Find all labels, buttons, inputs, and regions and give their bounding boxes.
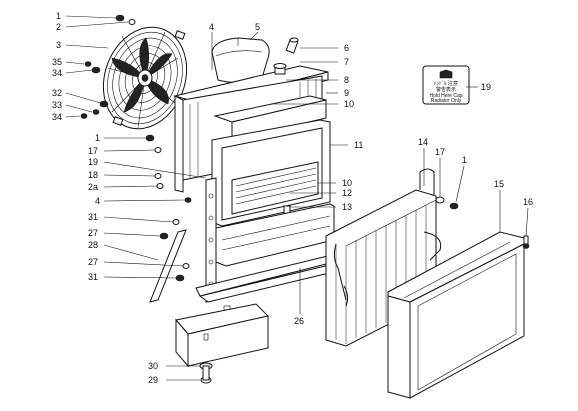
decal-line-4: Radiator Only [431,98,462,104]
mounting-base [175,303,269,368]
bolt-set-right [435,196,530,249]
callout-27-a: 27 [88,228,98,238]
callout-10-b: 10 [342,178,352,188]
callout-13: 13 [342,202,352,212]
callout-34-b: 34 [52,112,62,122]
decal-line-2: 警告表示 [436,86,456,93]
callout-17-right: 17 [435,147,445,157]
fan-assembly [102,26,188,130]
callout-1-top: 1 [56,11,61,21]
callout-31-a: 31 [88,212,98,222]
decal-line-3: Hold Here Cap [429,93,462,99]
support-strut [149,229,187,303]
callout-10-a: 10 [344,99,354,109]
radiator-core [173,63,352,311]
callout-1-right: 1 [462,155,467,165]
callout-2a: 2a [88,182,98,192]
decal-line-1: ﾊﾝﾄﾞﾙ 注意 [434,80,458,87]
callout-18: 18 [88,170,98,180]
callout-32: 32 [52,88,62,98]
callout-19-left: 19 [88,157,98,167]
callout-17-left: 17 [88,146,98,156]
callout-27-b: 27 [88,257,98,267]
callout-5: 5 [255,22,260,32]
callout-9: 9 [344,88,349,98]
callout-34-a: 34 [52,68,62,78]
callout-31-b: 31 [88,272,98,282]
callout-11: 11 [354,140,363,150]
callout-33: 33 [52,100,62,110]
vent-fitting [285,37,299,54]
callout-26: 26 [294,316,304,326]
callout-6: 6 [344,43,349,53]
callout-labels: 1 2 3 35 34 32 33 34 1 17 19 18 2a 4 31 … [52,11,533,385]
callout-30: 30 [148,361,158,371]
callout-35: 35 [52,57,62,67]
callout-15: 15 [494,179,504,189]
callout-1-mid: 1 [95,133,100,143]
callout-16: 16 [523,197,533,207]
callout-2: 2 [56,22,61,32]
callout-4-left: 4 [95,196,100,206]
callout-28: 28 [88,240,98,250]
callout-3: 3 [56,40,61,50]
callout-7: 7 [344,57,349,67]
callout-14: 14 [418,137,428,147]
leader-lines [65,15,529,381]
warning-decal: ﾊﾝﾄﾞﾙ 注意 警告表示 Hold Here Cap Radiator Onl… [422,65,470,105]
bottom-bolt [199,362,213,384]
callout-29: 29 [148,375,158,385]
callout-4-top: 4 [209,22,214,32]
bolt-set-left [80,14,192,282]
callout-8: 8 [344,75,349,85]
callout-19-right: 19 [481,82,491,92]
callout-12: 12 [342,188,352,198]
